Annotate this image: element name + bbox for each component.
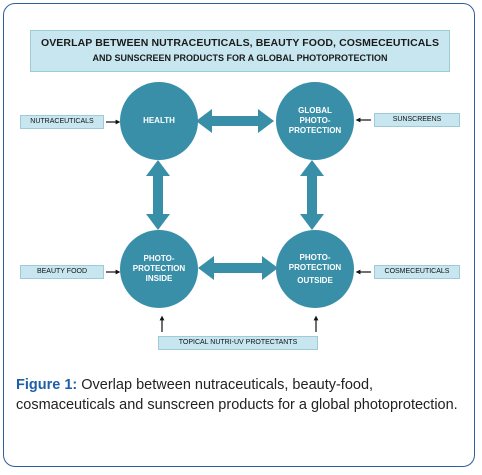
node-global-photoprotection: GLOBAL PHOTO- PROTECTION bbox=[276, 82, 354, 160]
label-nutraceuticals: NUTRACEUTICALS bbox=[20, 115, 104, 129]
node-photoprotection-outside: PHOTO- PROTECTION OUTSIDE bbox=[276, 230, 354, 308]
node-inside-line-3: INSIDE bbox=[145, 274, 173, 283]
title-line-2: AND SUNSCREEN PRODUCTS FOR A GLOBAL PHOT… bbox=[92, 53, 388, 63]
node-global-line-1: GLOBAL bbox=[298, 106, 332, 115]
node-inside-line-1: PHOTO- bbox=[143, 254, 175, 263]
node-inside-line-2: PROTECTION bbox=[132, 264, 186, 273]
double-arrow-inside-outside bbox=[198, 256, 278, 280]
node-photoprotection-inside: PHOTO- PROTECTION INSIDE bbox=[120, 230, 198, 308]
node-outside-line-1: PHOTO- bbox=[299, 252, 331, 262]
node-global-line-2: PHOTO- bbox=[299, 116, 331, 125]
node-outside-line-3: OUTSIDE bbox=[297, 275, 333, 285]
figure-caption: Figure 1: Overlap between nutraceuticals… bbox=[16, 375, 466, 415]
title-line-1: OVERLAP BETWEEN NUTRACEUTICALS, BEAUTY F… bbox=[40, 37, 440, 49]
diagram-title-box: OVERLAP BETWEEN NUTRACEUTICALS, BEAUTY F… bbox=[30, 30, 450, 72]
node-global-line-3: PROTECTION bbox=[288, 126, 342, 135]
node-health-label: HEALTH bbox=[143, 116, 175, 125]
label-beauty-food: BEAUTY FOOD bbox=[20, 265, 104, 279]
caption-label: Figure 1: bbox=[16, 377, 78, 393]
caption-text: Overlap between nutraceuticals, beauty-f… bbox=[16, 377, 458, 413]
node-health: HEALTH bbox=[120, 82, 198, 160]
double-arrow-global-outside bbox=[300, 160, 324, 230]
figure-frame bbox=[3, 3, 475, 467]
label-sunscreens: SUNSCREENS bbox=[374, 113, 460, 127]
label-topical-nutri-uv-protectants: TOPICAL NUTRI-UV PROTECTANTS bbox=[158, 336, 318, 350]
double-arrow-health-inside bbox=[146, 160, 170, 230]
node-outside-line-2: PROTECTION bbox=[288, 262, 342, 272]
label-cosmeceuticals: COSMECEUTICALS bbox=[374, 265, 460, 279]
double-arrow-health-global bbox=[196, 109, 274, 133]
